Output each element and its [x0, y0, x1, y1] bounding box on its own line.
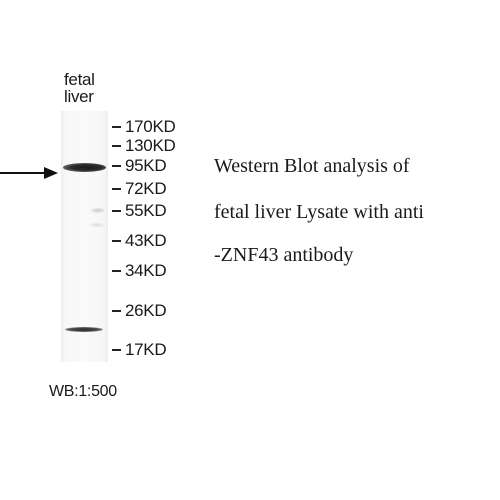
marker-95kd: 95KD	[112, 156, 167, 176]
marker-72kd: 72KD	[112, 179, 167, 199]
caption-line3: -ZNF43 antibody	[214, 244, 354, 266]
marker-label: 95KD	[125, 156, 167, 175]
blot-band-faint	[89, 223, 105, 227]
marker-tick	[112, 310, 121, 312]
marker-26kd: 26KD	[112, 301, 167, 321]
lane-label-line2: liver	[64, 87, 94, 106]
marker-tick	[112, 240, 121, 242]
marker-label: 17KD	[125, 340, 167, 359]
blot-band-low	[65, 327, 103, 332]
lane-label-line1: fetal	[64, 70, 95, 89]
marker-55kd: 55KD	[112, 201, 167, 221]
marker-34kd: 34KD	[112, 261, 167, 281]
marker-label: 130KD	[125, 136, 176, 155]
blot-band-main	[63, 163, 106, 172]
marker-label: 170KD	[125, 117, 176, 136]
blot-lane	[61, 111, 108, 362]
marker-label: 43KD	[125, 231, 167, 250]
marker-tick	[112, 349, 121, 351]
marker-label: 72KD	[125, 179, 167, 198]
marker-label: 55KD	[125, 201, 167, 220]
marker-tick	[112, 145, 121, 147]
marker-170kd: 170KD	[112, 117, 176, 137]
blot-band-faint	[91, 208, 105, 213]
marker-tick	[112, 210, 121, 212]
marker-130kd: 130KD	[112, 136, 176, 156]
caption-line2: fetal liver Lysate with anti	[214, 201, 424, 223]
arrow-right-icon	[0, 167, 58, 179]
marker-43kd: 43KD	[112, 231, 167, 251]
marker-17kd: 17KD	[112, 340, 167, 360]
marker-label: 34KD	[125, 261, 167, 280]
marker-label: 26KD	[125, 301, 167, 320]
marker-tick	[112, 270, 121, 272]
marker-tick	[112, 126, 121, 128]
dilution-label: WB:1:500	[49, 383, 117, 400]
marker-tick	[112, 188, 121, 190]
caption-line1: Western Blot analysis of	[214, 155, 410, 177]
marker-tick	[112, 165, 121, 167]
